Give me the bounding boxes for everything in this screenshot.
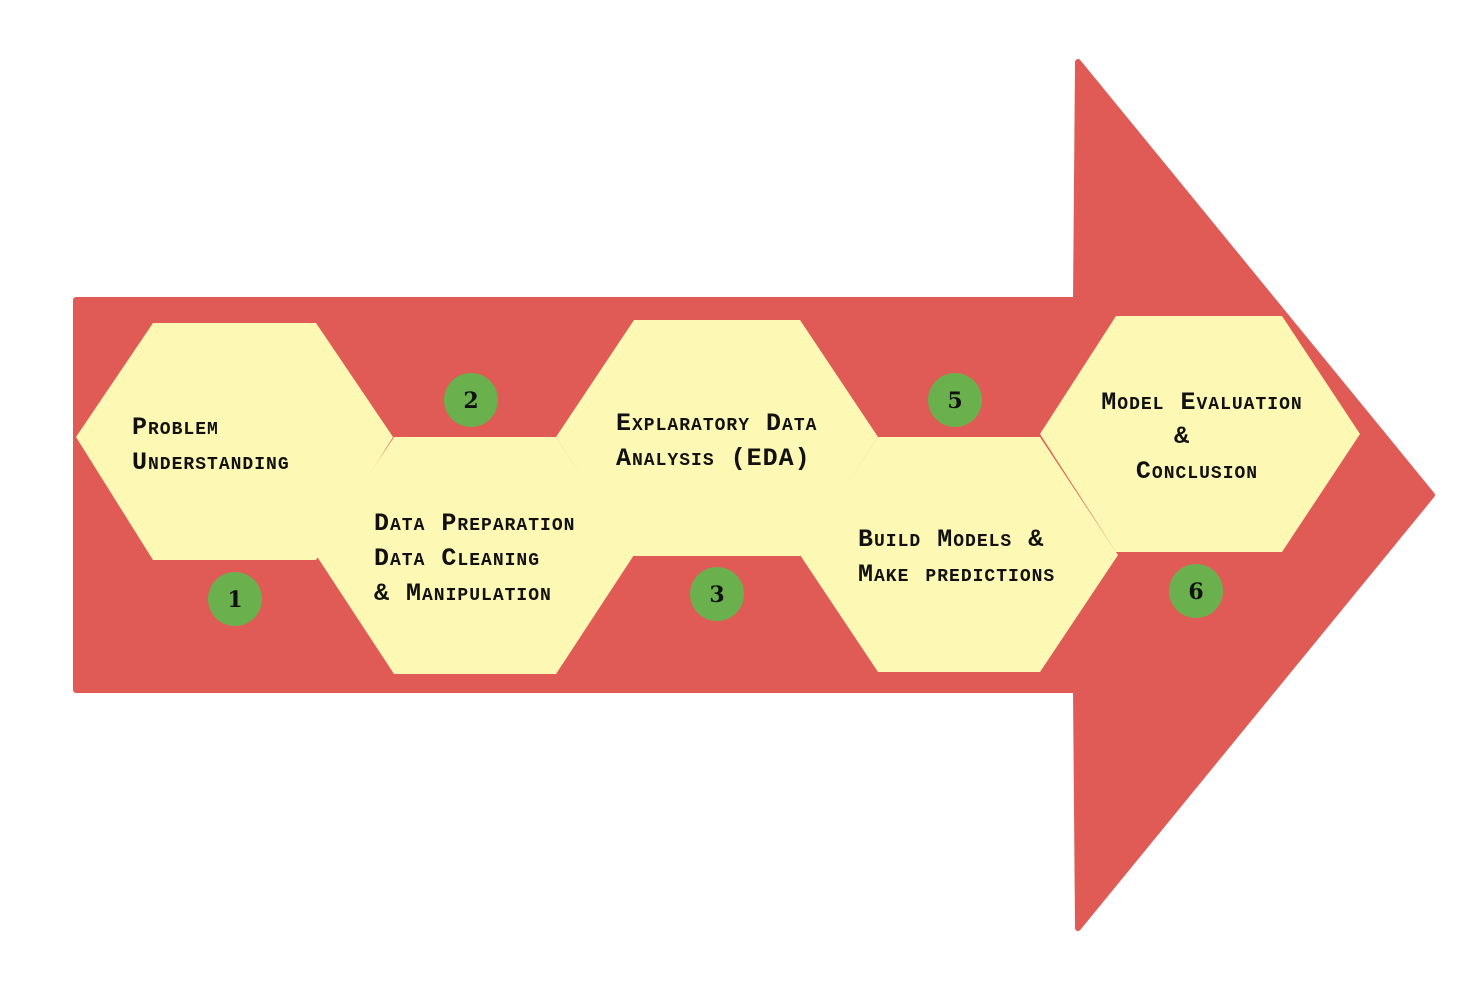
- step-5-number: 5: [947, 388, 962, 414]
- step-1-label: Problem Understanding: [132, 413, 290, 477]
- hexagon-model-evaluation: [1040, 316, 1360, 552]
- step-3-number: 3: [709, 582, 724, 608]
- step-5-label: Build Models & Make predictions: [858, 525, 1060, 589]
- step-1-number: 1: [227, 587, 242, 613]
- step-2-line-1: Data Preparation: [374, 509, 575, 538]
- step-3-line-1: Explaratory Data: [616, 409, 817, 438]
- step-6-line-1: Model Evaluation: [1101, 388, 1302, 417]
- step-1-line-1: Problem: [132, 413, 219, 442]
- step-5-line-2: Make predictions: [858, 560, 1055, 589]
- step-6-line-2: &: [1174, 422, 1190, 451]
- hexagon-data-preparation: [316, 437, 634, 674]
- hexagon-eda: [556, 320, 878, 556]
- step-1-line-2: Understanding: [132, 448, 290, 477]
- step-2-line-3: & Manipulation: [374, 579, 552, 608]
- step-2-badge: 2: [444, 373, 498, 427]
- step-2-line-2: Data Cleaning: [374, 544, 540, 573]
- step-6-line-3: Conclusion: [1136, 457, 1258, 486]
- step-2-number: 2: [463, 388, 478, 414]
- step-1-badge: 1: [208, 572, 262, 626]
- step-3-badge: 3: [690, 567, 744, 621]
- step-3-label: Explaratory Data Analysis (EDA): [616, 409, 833, 473]
- hexagon-problem-understanding: [76, 323, 393, 560]
- step-3-line-2: Analysis (EDA): [616, 444, 811, 473]
- step-5-badge: 5: [928, 373, 982, 427]
- hexagon-build-models: [800, 437, 1118, 672]
- step-5-line-1: Build Models &: [858, 525, 1044, 554]
- step-6-number: 6: [1188, 579, 1203, 605]
- step-6-label: Model Evaluation & Conclusion: [1101, 388, 1318, 486]
- step-2-label: Data Preparation Data Cleaning & Manipul…: [374, 509, 591, 608]
- step-6-badge: 6: [1169, 564, 1223, 618]
